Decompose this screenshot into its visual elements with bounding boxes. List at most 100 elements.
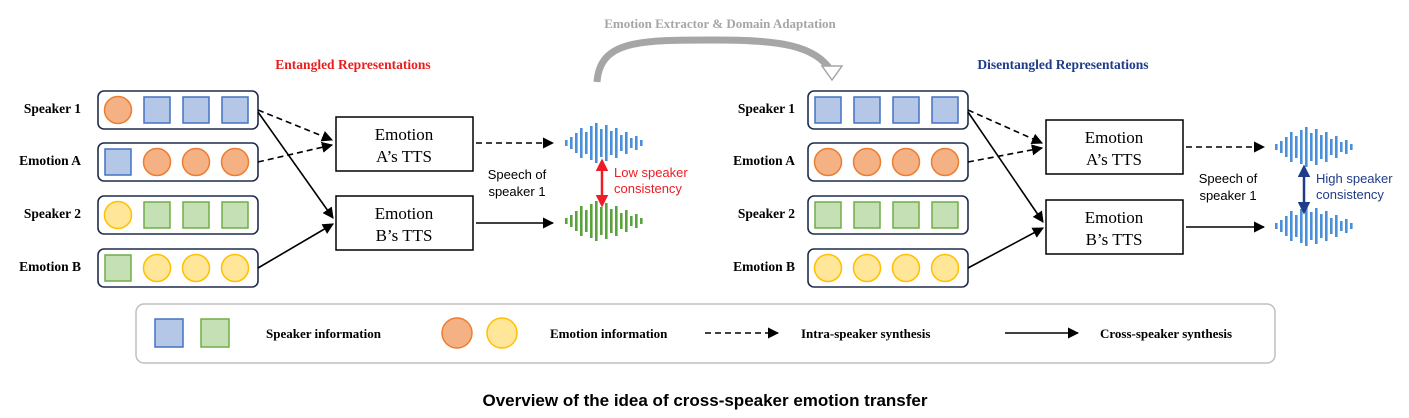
right-row4-circle-yellow-icon <box>813 253 843 283</box>
right-tts-b-line2: B’s TTS <box>1086 230 1143 249</box>
domain-adaptation-arrow <box>593 36 835 83</box>
left-token-rows: Speaker 1 Emotion A Speaker 2 Emotion B <box>19 90 259 288</box>
left-wave-b-bar <box>610 209 613 233</box>
right-row3-square-green-icon <box>853 201 881 229</box>
right-wave-a-bar <box>1320 135 1323 159</box>
legend-intra-label: Intra-speaker synthesis <box>801 326 930 341</box>
left-cross-arrow-emotionB <box>257 223 334 269</box>
left-row1-square-blue-icon <box>143 96 171 124</box>
right-consistency-line2: consistency <box>1316 187 1384 202</box>
right-wave-a-bar <box>1340 142 1343 152</box>
right-consistency-line1: High speaker <box>1316 171 1393 186</box>
right-tts-a-line2: A’s TTS <box>1086 150 1142 169</box>
right-wave-a-bar <box>1295 136 1298 158</box>
left-wave-b-bar <box>630 216 633 226</box>
right-waveform-blue-icon-2 <box>1275 206 1353 246</box>
left-wave-a-bar <box>580 128 583 158</box>
left-row4-circle-yellow-icon <box>142 253 172 283</box>
left-row3-circle-yellow-icon <box>103 200 133 230</box>
right-row1-square-blue-icon <box>853 96 881 124</box>
left-tts-a-box <box>335 116 474 172</box>
left-row1-square-blue-icon <box>182 96 210 124</box>
left-waveform-green-icon <box>565 201 643 241</box>
left-speech-label-line2: speaker 1 <box>488 184 545 199</box>
left-row1-circle-orange-icon <box>103 95 133 125</box>
right-wave-b-bar <box>1310 212 1313 240</box>
figure-caption: Overview of the idea of cross-speaker em… <box>483 391 928 410</box>
left-wave-b-bar <box>570 215 573 227</box>
left-tts-b-line1: Emotion <box>375 204 434 223</box>
left-row-label-2: Emotion A <box>19 153 81 168</box>
left-row3-square-green-icon <box>143 201 171 229</box>
right-wave-a-bar <box>1290 132 1293 162</box>
right-wave-a-bar <box>1335 136 1338 158</box>
right-tts-b-line1: Emotion <box>1085 208 1144 227</box>
right-row2-circle-orange-icon <box>891 147 921 177</box>
right-row4-circle-yellow-icon <box>891 253 921 283</box>
right-row3-square-green-icon <box>892 201 920 229</box>
right-row-label-2: Emotion A <box>733 153 795 168</box>
right-wave-a-bar <box>1285 137 1288 157</box>
right-wave-a-bar <box>1275 144 1278 150</box>
right-row4-circle-yellow-icon <box>930 253 960 283</box>
legend-orange-circle-icon <box>441 317 473 349</box>
left-wave-b-bar <box>565 218 568 224</box>
left-row2-circle-orange-icon <box>220 147 250 177</box>
left-row3-square-green-icon <box>182 201 210 229</box>
left-row-label-3: Speaker 2 <box>24 206 81 221</box>
right-row1-square-blue-icon <box>931 96 959 124</box>
left-wave-a-bar <box>600 129 603 157</box>
left-row4-square-green-icon <box>104 254 132 282</box>
left-wave-a-bar <box>610 131 613 155</box>
left-wave-b-bar <box>585 210 588 232</box>
right-wave-b-bar <box>1305 206 1308 246</box>
legend-blue-square-icon <box>154 318 184 348</box>
left-row-label-4: Emotion B <box>19 259 81 274</box>
right-wave-b-bar <box>1330 218 1333 234</box>
left-consistency-line1: Low speaker <box>614 165 688 180</box>
right-wave-a-bar <box>1345 140 1348 154</box>
left-wave-a-bar <box>635 136 638 150</box>
right-wave-a-bar <box>1325 132 1328 162</box>
right-wave-b-bar <box>1315 208 1318 244</box>
right-wave-b-bar <box>1300 209 1303 243</box>
right-wave-b-bar <box>1325 211 1328 241</box>
right-wave-b-bar <box>1285 216 1288 236</box>
left-wave-a-bar <box>615 128 618 158</box>
left-row2-circle-orange-icon <box>181 147 211 177</box>
left-wave-a-bar <box>570 137 573 149</box>
left-tts-a-line2: A’s TTS <box>376 147 432 166</box>
left-tts-a-line1: Emotion <box>375 125 434 144</box>
right-wave-a-bar <box>1280 141 1283 153</box>
legend-yellow-circle-icon <box>486 317 518 349</box>
left-wave-b-bar <box>625 210 628 232</box>
right-wave-b-bar <box>1295 215 1298 237</box>
right-wave-b-bar <box>1335 215 1338 237</box>
right-row-label-3: Speaker 2 <box>738 206 795 221</box>
right-row1-square-blue-icon <box>892 96 920 124</box>
right-wave-b-bar <box>1275 223 1278 229</box>
left-wave-b-bar <box>580 206 583 236</box>
left-wave-a-bar <box>640 140 643 146</box>
left-row-container-3 <box>97 195 259 235</box>
left-wave-b-bar <box>620 213 623 229</box>
right-speech-label-line1: Speech of <box>1199 171 1258 186</box>
right-intra-arrow-speaker1 <box>967 109 1044 145</box>
right-cross-arrow-speaker1 <box>967 111 1044 223</box>
left-row4-circle-yellow-icon <box>181 253 211 283</box>
left-wave-b-bar <box>615 206 618 236</box>
right-waveform-blue-icon <box>1275 127 1353 167</box>
right-row2-circle-orange-icon <box>852 147 882 177</box>
left-cross-arrow-speaker1 <box>257 111 334 219</box>
left-wave-a-bar <box>630 138 633 148</box>
legend-emotion-info-label: Emotion information <box>550 326 668 341</box>
right-wave-b-bar <box>1320 214 1323 238</box>
right-tts-a-line1: Emotion <box>1085 128 1144 147</box>
legend-green-square-icon <box>200 318 230 348</box>
right-speech-label-line2: speaker 1 <box>1199 188 1256 203</box>
right-wave-a-bar <box>1350 144 1353 150</box>
right-tts-a-box <box>1045 119 1184 175</box>
left-row-label-1: Speaker 1 <box>24 101 81 116</box>
